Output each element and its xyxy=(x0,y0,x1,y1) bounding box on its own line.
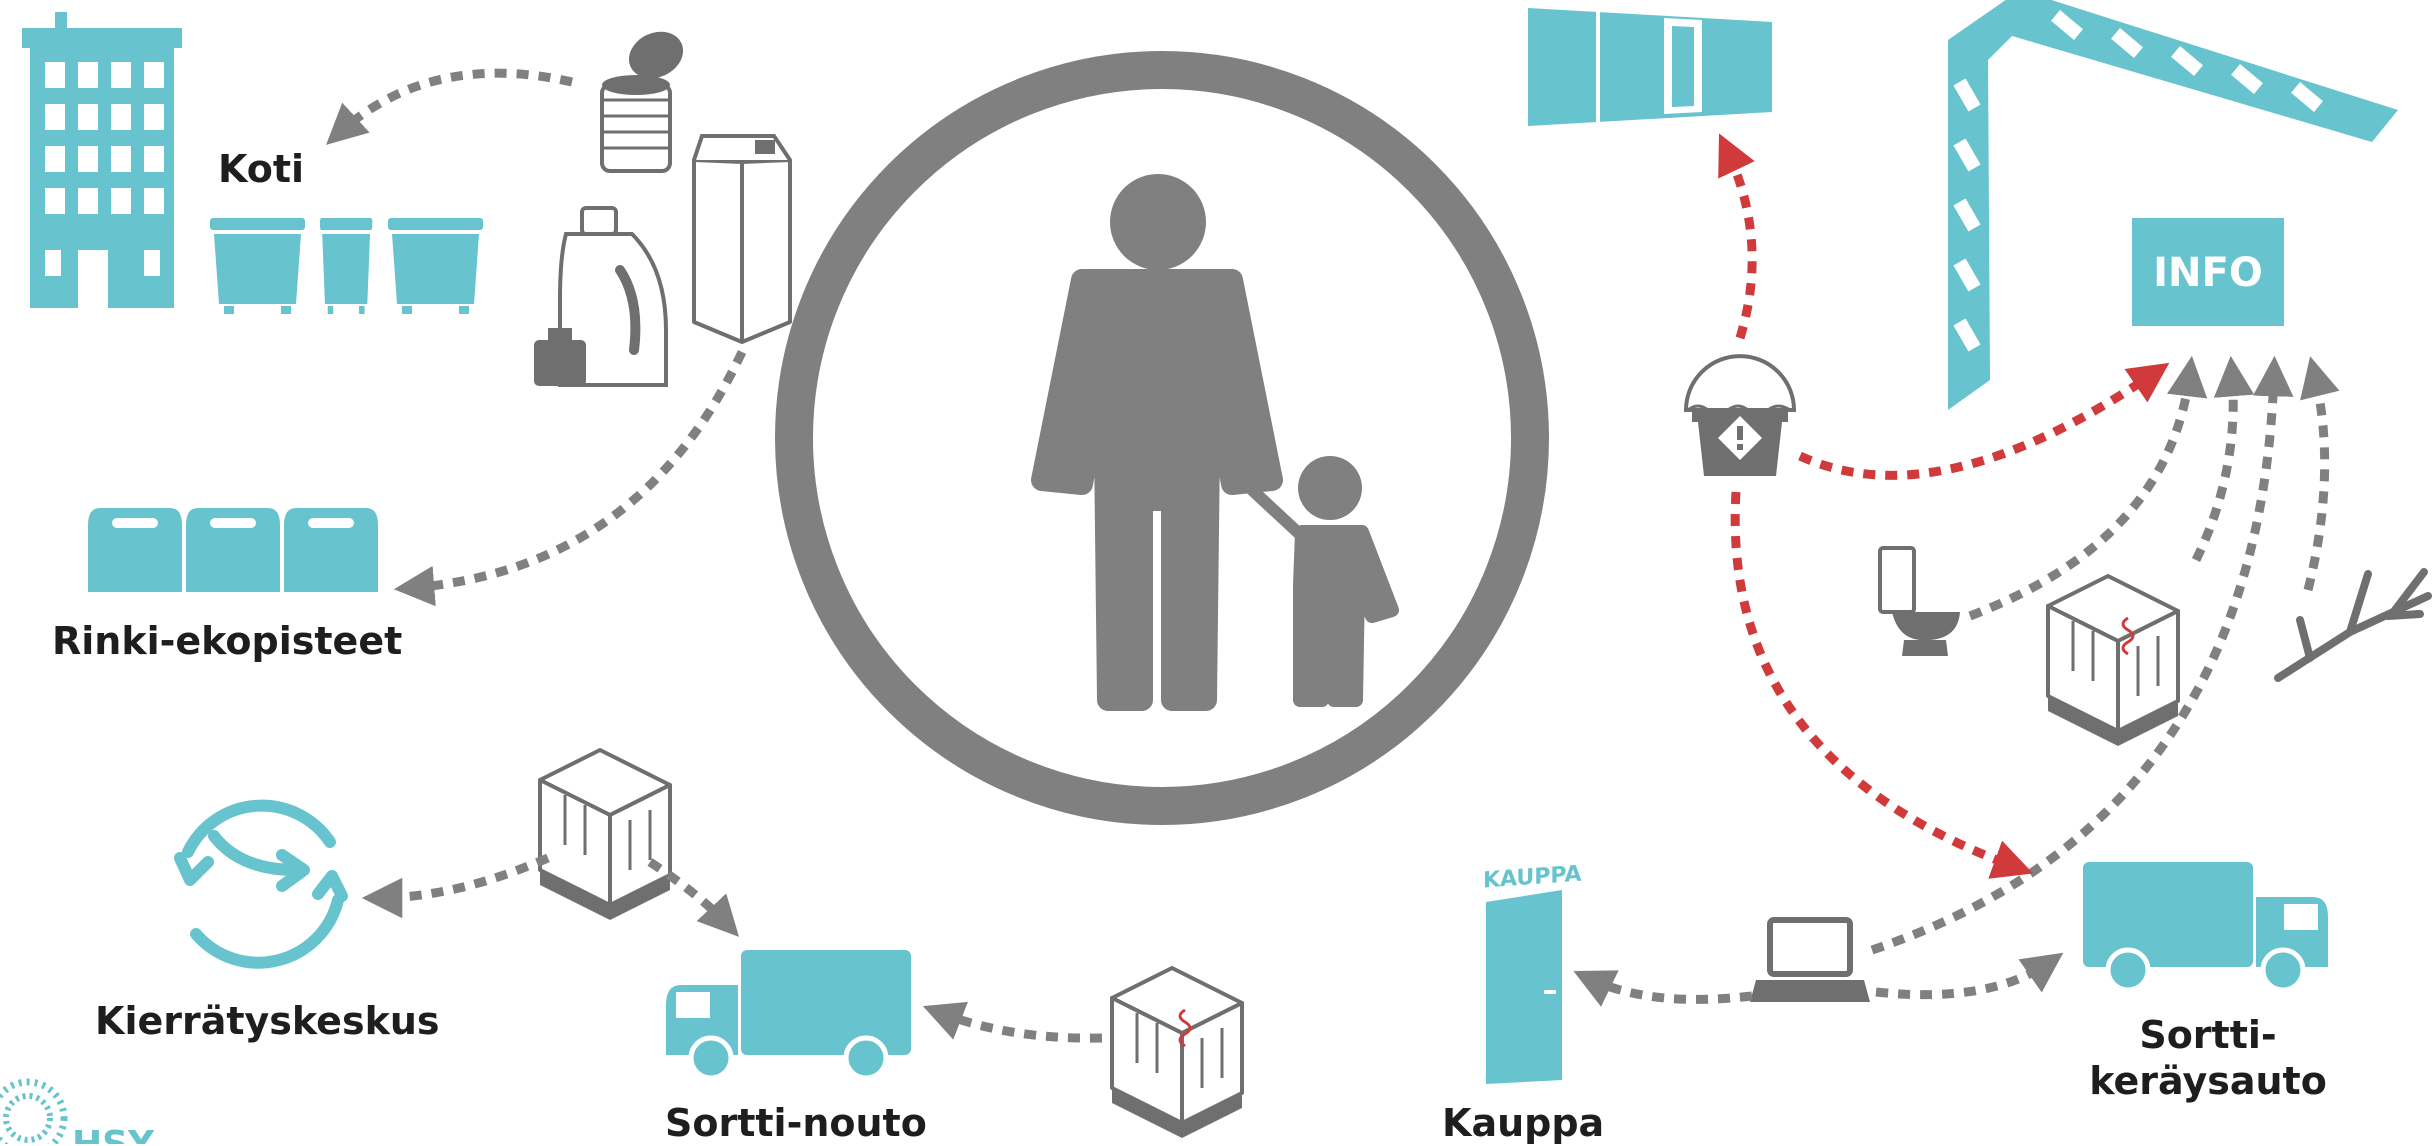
label-rinki-ekopisteet: Rinki-ekopisteet xyxy=(52,619,403,663)
arrow-laptop-to-truck xyxy=(1875,952,2064,1000)
apartment-building-icon xyxy=(22,12,182,308)
hsy-logo-icon: HSY xyxy=(0,1078,155,1144)
info-sign-text: INFO xyxy=(2153,250,2263,296)
arrow-can-to-home xyxy=(326,68,573,145)
armchair-icon xyxy=(2046,574,2180,748)
armchair-icon xyxy=(1110,966,1244,1140)
arrow-chair-to-info xyxy=(2191,355,2255,562)
arrow-carton-to-rinki xyxy=(393,350,747,607)
label-sortti-line2: keräysauto xyxy=(2089,1059,2327,1104)
laptop-icon xyxy=(1750,917,1870,1002)
label-sortti-nouto: Sortti-nouto xyxy=(665,1101,927,1145)
label-sortti-line1: Sortti- xyxy=(2139,1013,2277,1057)
recycling-arrows-icon xyxy=(174,799,348,969)
tin-can-icon xyxy=(600,31,684,173)
van-icon xyxy=(2083,862,2328,990)
rinki-containers-icon xyxy=(88,508,378,592)
hsy-logo-text: HSY xyxy=(72,1124,155,1144)
arrow-chair-to-van xyxy=(647,858,740,937)
milk-carton-icon xyxy=(692,134,792,344)
van-icon xyxy=(666,950,911,1078)
shop-door-icon xyxy=(1486,890,1562,1084)
armchair-icon xyxy=(538,748,672,922)
branch-icon xyxy=(2274,568,2432,682)
label-kauppa: Kauppa xyxy=(1442,1101,1605,1145)
waste-bins-icon xyxy=(210,218,483,314)
container-icon xyxy=(1528,8,1772,126)
arrow-toilet-to-info xyxy=(1968,355,2208,621)
arrow-hazard-to-info xyxy=(1798,362,2170,480)
arrow-hazard-to-truck xyxy=(1730,491,2034,879)
crane-icon xyxy=(1948,0,2398,410)
arrow-branch-to-info xyxy=(2300,356,2340,592)
hazardous-waste-bin-icon xyxy=(1683,354,1797,476)
arrow-chair-to-nouto xyxy=(922,1001,1103,1043)
arrow-laptop-to-kauppa xyxy=(1573,970,1753,1007)
toilet-icon xyxy=(1878,546,1960,656)
label-kierratyskeskus: Kierrätyskeskus xyxy=(95,999,440,1043)
detergent-bottle-icon xyxy=(534,206,668,387)
info-sign-icon: INFO xyxy=(2132,218,2284,326)
arrow-hazard-to-container xyxy=(1718,133,1757,340)
label-sortti-keraysauto: Sortti- keräysauto xyxy=(2088,1012,2328,1105)
label-koti: Koti xyxy=(218,147,305,191)
arrow-chair-to-kierratys xyxy=(361,853,550,919)
arrow-laptop-to-info xyxy=(1870,355,2294,955)
parent-child-icon xyxy=(775,51,1549,825)
